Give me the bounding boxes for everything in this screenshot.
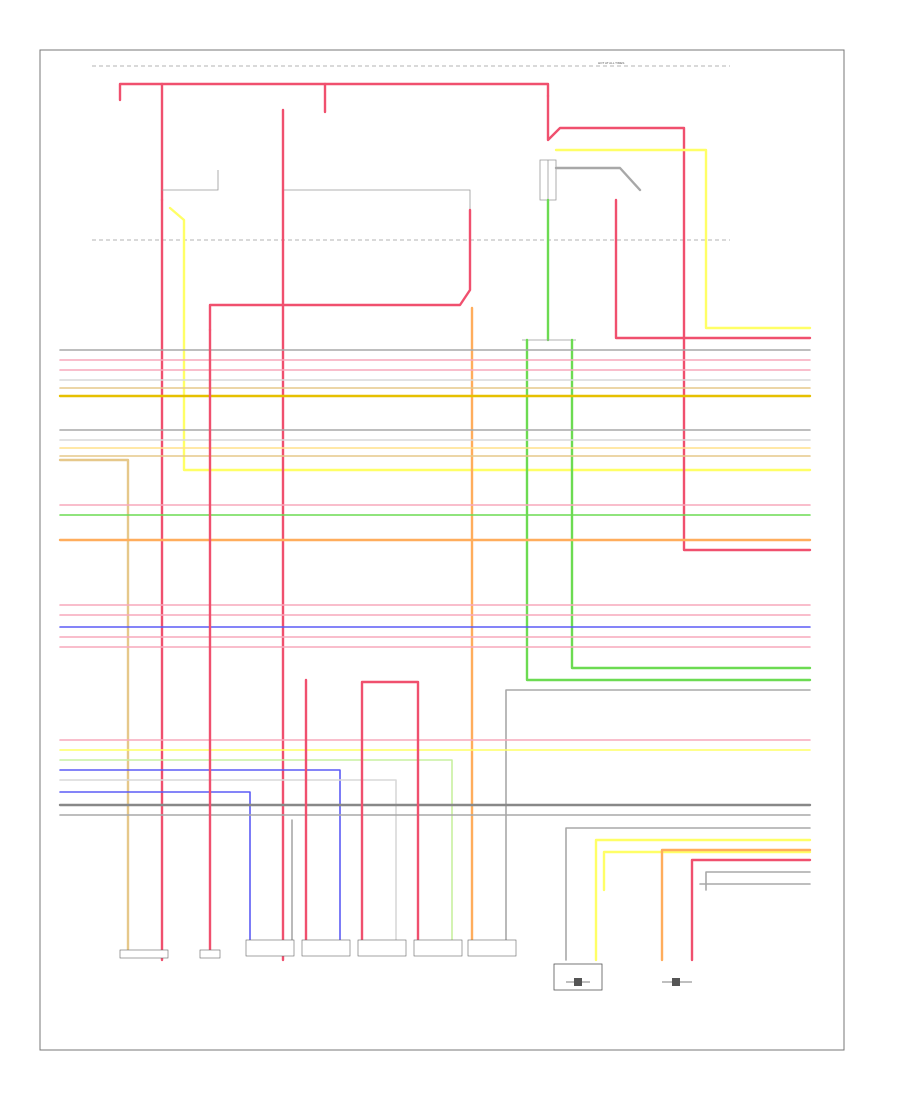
wire-red-5 [614, 198, 812, 340]
wire-yellow-1 [168, 206, 812, 472]
wire-tan-1 [58, 458, 130, 952]
component-c2 [188, 992, 232, 1014]
wire-yellow-3 [594, 838, 812, 962]
component-c8 [556, 1000, 600, 1030]
relay-3-outline [539, 159, 557, 201]
component-labels [98, 975, 700, 1030]
component-c4 [296, 975, 340, 1015]
fuse-box-bus-bar [118, 82, 550, 102]
connector-group-5 [58, 739, 812, 941]
relay-2-outline [282, 189, 471, 210]
wire-gray-5 [705, 871, 811, 891]
component-c9 [656, 1000, 700, 1030]
wire-green-2 [525, 338, 812, 682]
sensor-symbol-2 [662, 978, 692, 986]
component-c1 [98, 992, 154, 1014]
component-c3 [240, 975, 284, 1015]
connector-group-3 [58, 504, 812, 542]
wire-yellow-4 [602, 850, 812, 892]
wire-gray-4 [565, 827, 811, 961]
wire-orange-2 [660, 848, 812, 962]
component-c5 [352, 975, 396, 1015]
wire-yellow-2 [554, 148, 812, 330]
wire-red-9 [690, 858, 812, 962]
fuse-feed-wire [160, 82, 327, 202]
connector-group-1 [58, 349, 812, 398]
relay-1-outline [162, 170, 219, 191]
sensor-symbol-1 [553, 963, 603, 991]
wire-red-3 [208, 208, 472, 332]
component-c6 [408, 975, 452, 1015]
wire-gray-2 [505, 689, 811, 941]
wire-gray-1 [554, 166, 642, 192]
wire-green-3 [570, 338, 812, 670]
wire-red-8 [360, 680, 420, 942]
connector-group-4 [59, 604, 811, 648]
diagram-frame [39, 49, 845, 1051]
fuse-box-label: HOT AT ALL TIMES [598, 61, 624, 65]
component-c7 [470, 975, 510, 1015]
wire-red-4 [546, 94, 812, 552]
bottom-connectors [119, 939, 517, 959]
connector-group-2 [59, 429, 811, 457]
